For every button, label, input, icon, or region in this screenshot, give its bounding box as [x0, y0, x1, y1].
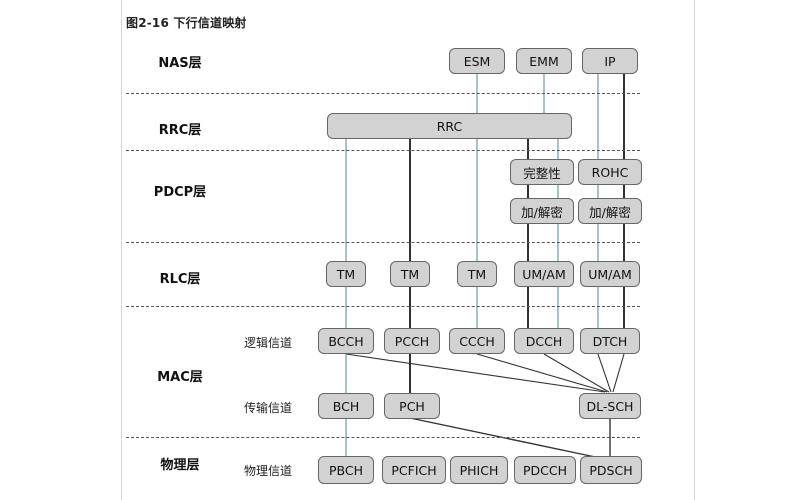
node-pdcch: PDCCH — [514, 456, 576, 484]
node-ccch: CCCH — [449, 328, 505, 354]
node-cipher-1: 加/解密 — [510, 198, 574, 224]
node-bch: BCH — [318, 393, 374, 419]
layer-label-pdcp: PDCP层 — [153, 185, 207, 200]
node-pch: PCH — [384, 393, 440, 419]
line-bcch-dlsch — [345, 353, 606, 393]
node-rrc: RRC — [327, 113, 572, 139]
node-rohc: ROHC — [578, 159, 642, 185]
sublabel-logical-channel: 逻辑信道 — [244, 336, 293, 350]
node-pcfich: PCFICH — [382, 456, 446, 484]
layer-label-nas: NAS层 — [158, 56, 202, 71]
sublabel-physical-channel: 物理信道 — [244, 464, 293, 478]
line-dcch-dlsch — [543, 353, 610, 393]
line-pch-pdsch — [409, 417, 601, 459]
figure-title: 图2-16 下行信道映射 — [126, 16, 247, 30]
divider-rlc-mac — [126, 306, 640, 307]
sublabel-transport-channel: 传输信道 — [244, 401, 293, 415]
left-border — [121, 0, 122, 500]
node-dcch: DCCH — [514, 328, 574, 354]
node-tm-1: TM — [326, 261, 366, 287]
node-phich: PHICH — [450, 456, 508, 484]
node-tm-3: TM — [457, 261, 497, 287]
divider-rrc-pdcp — [126, 150, 640, 151]
node-tm-2: TM — [390, 261, 430, 287]
layer-label-rrc: RRC层 — [158, 123, 202, 138]
node-umam-2: UM/AM — [580, 261, 640, 287]
layer-label-rlc: RLC层 — [159, 272, 201, 287]
divider-nas-rrc — [126, 93, 640, 94]
layer-label-phy: 物理层 — [160, 458, 200, 473]
layer-label-mac: MAC层 — [157, 370, 203, 385]
node-esm: ESM — [449, 48, 505, 74]
line-ccch-dlsch — [476, 353, 608, 393]
line-dtch-dlsch-b — [612, 353, 625, 393]
divider-pdcp-rlc — [126, 242, 640, 243]
divider-mac-phy — [126, 437, 640, 438]
node-pcch: PCCH — [384, 328, 440, 354]
node-umam-1: UM/AM — [514, 261, 574, 287]
node-cipher-2: 加/解密 — [578, 198, 642, 224]
node-emm: EMM — [516, 48, 572, 74]
node-ip: IP — [582, 48, 638, 74]
node-pdsch: PDSCH — [580, 456, 642, 484]
right-border — [694, 0, 695, 500]
node-integrity: 完整性 — [510, 159, 574, 185]
line-dtch-dlsch-a — [597, 353, 612, 393]
node-dtch: DTCH — [580, 328, 640, 354]
node-pbch: PBCH — [318, 456, 374, 484]
node-dl-sch: DL-SCH — [579, 393, 641, 419]
node-bcch: BCCH — [318, 328, 374, 354]
